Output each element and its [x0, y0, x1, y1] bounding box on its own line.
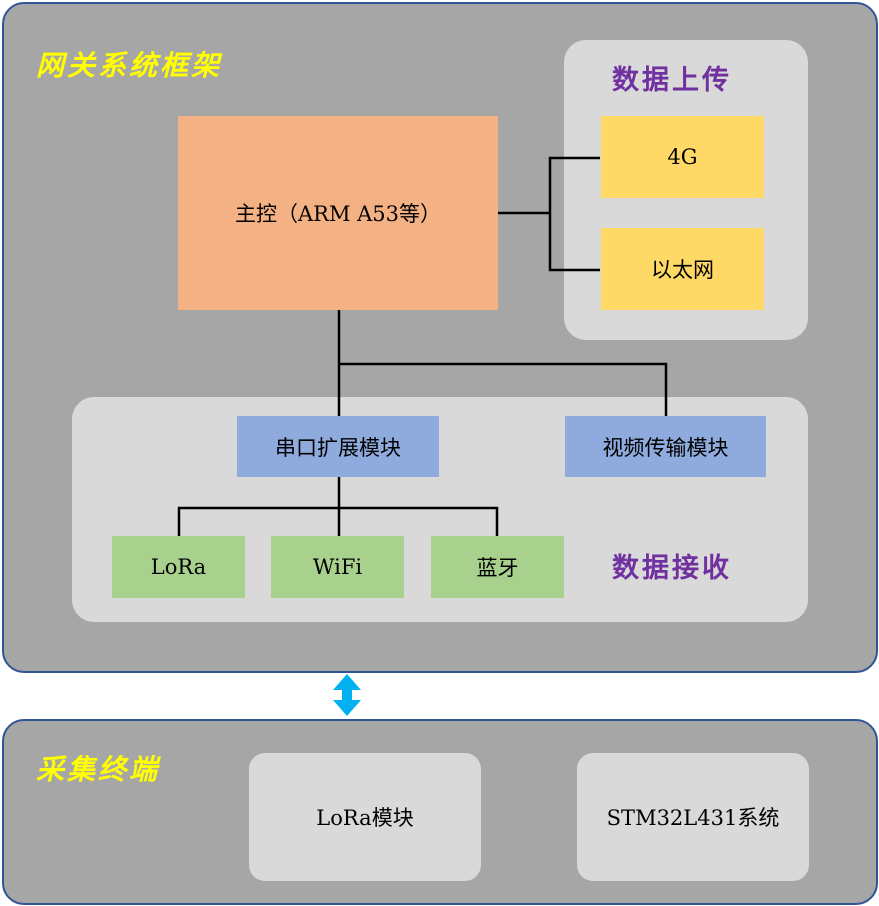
wifi-box: WiFi	[271, 536, 404, 598]
upload-4g-box: 4G	[601, 116, 764, 198]
lora-box: LoRa	[112, 536, 245, 598]
serial-expansion-box: 串口扩展模块	[237, 416, 439, 477]
wire-modules-bus	[177, 506, 499, 536]
terminal-title: 采集终端	[36, 753, 161, 786]
gateway-title: 网关系统框架	[36, 49, 223, 82]
terminal-lora-module-box: LoRa模块	[249, 753, 481, 881]
upload-ethernet-box: 以太网	[601, 228, 764, 310]
cyan-double-arrow-icon	[333, 674, 361, 716]
receive-title: 数据接收	[612, 553, 732, 584]
wire-upload-bus	[548, 156, 600, 272]
video-transmission-box: 视频传输模块	[565, 416, 766, 477]
terminal-mcu-system-box: STM32L431系统	[577, 753, 809, 881]
wire-to-video	[339, 362, 668, 416]
upload-title: 数据上传	[612, 65, 732, 96]
bluetooth-box: 蓝牙	[431, 536, 564, 598]
main-controller-box: 主控（ARM A53等）	[178, 116, 498, 310]
